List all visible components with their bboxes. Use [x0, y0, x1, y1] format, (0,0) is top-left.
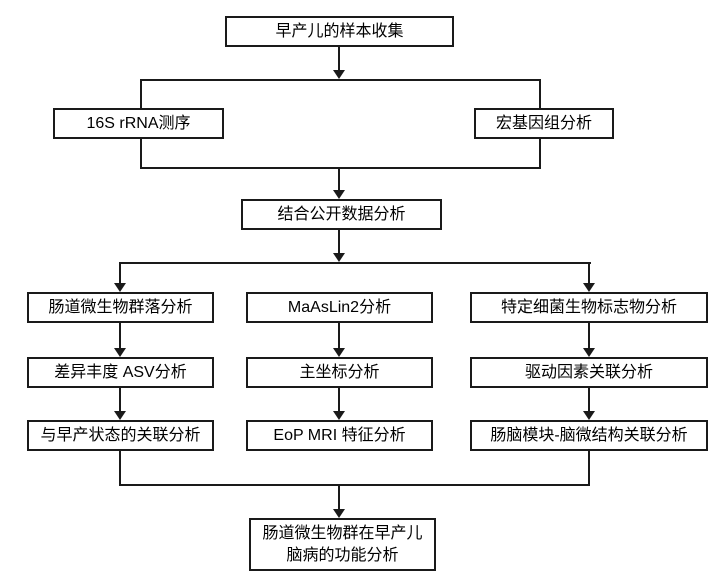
branch-drop-right: [588, 262, 590, 283]
arrow-down-icon: [114, 411, 126, 420]
final-node-line1: 肠道微生物群在早产儿: [262, 525, 423, 543]
node-eop-mri-feature-analysis: EoP MRI 特征分析: [246, 420, 433, 451]
connector-top-line: [338, 47, 340, 70]
node-16s-rrna-sequencing: 16S rRNA测序: [53, 108, 224, 139]
arrow-down-icon: [583, 348, 595, 357]
connector-mid-2: [338, 388, 340, 411]
node-principal-coordinate-analysis: 主坐标分析: [246, 357, 433, 388]
branch-line: [119, 262, 591, 264]
collector-left-line: [119, 451, 121, 486]
connector-branch-stem: [338, 230, 340, 253]
connector-right-1: [588, 323, 590, 348]
node-gut-microbiota-community-analysis: 肠道微生物群落分析: [27, 292, 214, 323]
branch-drop-left: [119, 262, 121, 283]
arrow-down-icon: [114, 283, 126, 292]
connector-left-2: [119, 388, 121, 411]
arrow-down-icon: [333, 70, 345, 79]
connector-left-1: [119, 323, 121, 348]
connector-mid-1: [338, 323, 340, 348]
collector-right-line: [588, 451, 590, 486]
arrow-down-icon: [583, 283, 595, 292]
node-driver-factor-association-analysis: 驱动因素关联分析: [470, 357, 708, 388]
node-gut-brain-module-microstructure-analysis: 肠脑模块-脑微结构关联分析: [470, 420, 708, 451]
node-maaslin2-analysis: MaAsLin2分析: [246, 292, 433, 323]
arrow-down-icon: [333, 348, 345, 357]
node-specific-bacterial-biomarker-analysis: 特定细菌生物标志物分析: [470, 292, 708, 323]
connector-right-2: [588, 388, 590, 411]
node-differential-abundance-asv-analysis: 差异丰度 ASV分析: [27, 357, 214, 388]
arrow-down-icon: [333, 253, 345, 262]
collector-line: [119, 484, 590, 486]
final-node-line2: 脑病的功能分析: [286, 546, 399, 564]
arrow-down-icon: [583, 411, 595, 420]
node-preterm-status-association-analysis: 与早产状态的关联分析: [27, 420, 214, 451]
collector-drop-line: [338, 486, 340, 509]
connector-frame-line: [338, 169, 340, 191]
arrow-down-icon: [333, 509, 345, 518]
node-sample-collection: 早产儿的样本收集: [225, 16, 454, 47]
arrow-down-icon: [114, 348, 126, 357]
arrow-down-icon: [333, 411, 345, 420]
arrow-down-icon: [333, 190, 345, 199]
node-metagenomic-analysis: 宏基因组分析: [474, 108, 614, 139]
node-functional-analysis-final: 肠道微生物群在早产儿 脑病的功能分析: [249, 518, 436, 571]
node-public-data-analysis: 结合公开数据分析: [241, 199, 442, 230]
